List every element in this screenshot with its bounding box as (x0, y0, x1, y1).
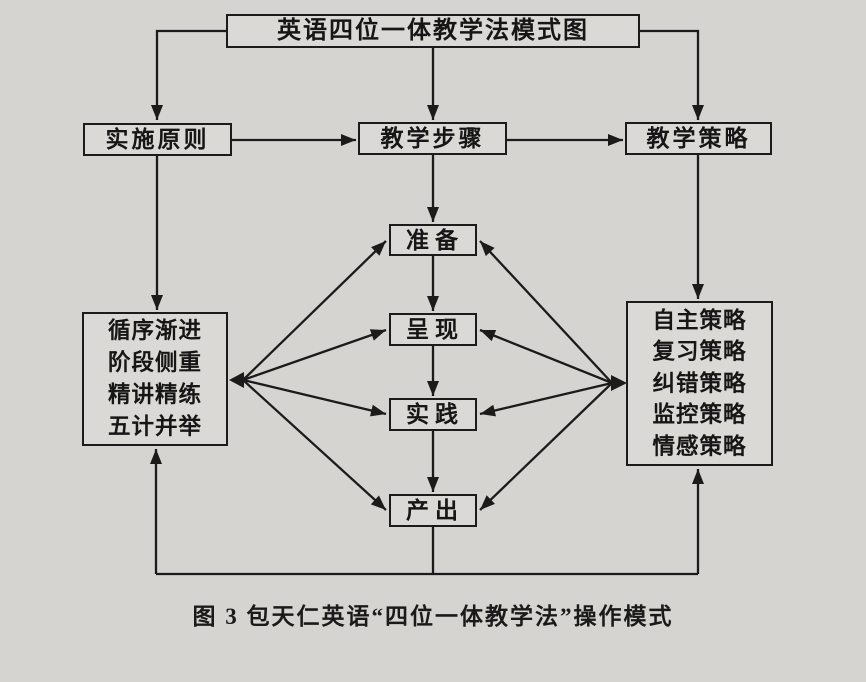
strategy-item: 自主策略 (652, 307, 747, 333)
box-step-production: 产出 (389, 494, 477, 527)
box-principles-list: 循序渐进 阶段侧重 精讲精练 五计并举 (82, 312, 228, 446)
box-strategies-list: 自主策略 复习策略 纠错策略 监控策略 情感策略 (626, 301, 773, 466)
box-step-presentation: 呈现 (389, 313, 477, 346)
figure-caption: 图 3 包天仁英语“四位一体教学法”操作模式 (192, 604, 674, 629)
principle-item: 精讲精练 (107, 382, 202, 407)
box-implementation-principles: 实施原则 (83, 123, 232, 156)
box-step-preparation: 准备 (389, 224, 477, 256)
principle-item: 阶段侧重 (107, 350, 202, 375)
left-fan-arrows (229, 240, 387, 511)
box-step-practice: 实践 (389, 398, 477, 431)
strategy-item: 复习策略 (652, 339, 747, 365)
box-teaching-steps: 教学步骤 (358, 122, 507, 155)
right-fan-arrows (479, 240, 627, 511)
principle-item: 循序渐进 (107, 318, 202, 343)
bottom-feedback-loop (150, 449, 704, 576)
side-vertical-arrows (151, 155, 704, 310)
principle-item: 五计并举 (107, 414, 202, 439)
title-box: 英语四位一体教学法模式图 (226, 14, 640, 48)
box-teaching-strategies: 教学策略 (625, 122, 772, 155)
strategy-item: 监控策略 (652, 402, 747, 428)
top-connectors (151, 29, 704, 120)
strategy-item: 情感策略 (652, 433, 747, 459)
strategy-item: 纠错策略 (652, 370, 747, 396)
